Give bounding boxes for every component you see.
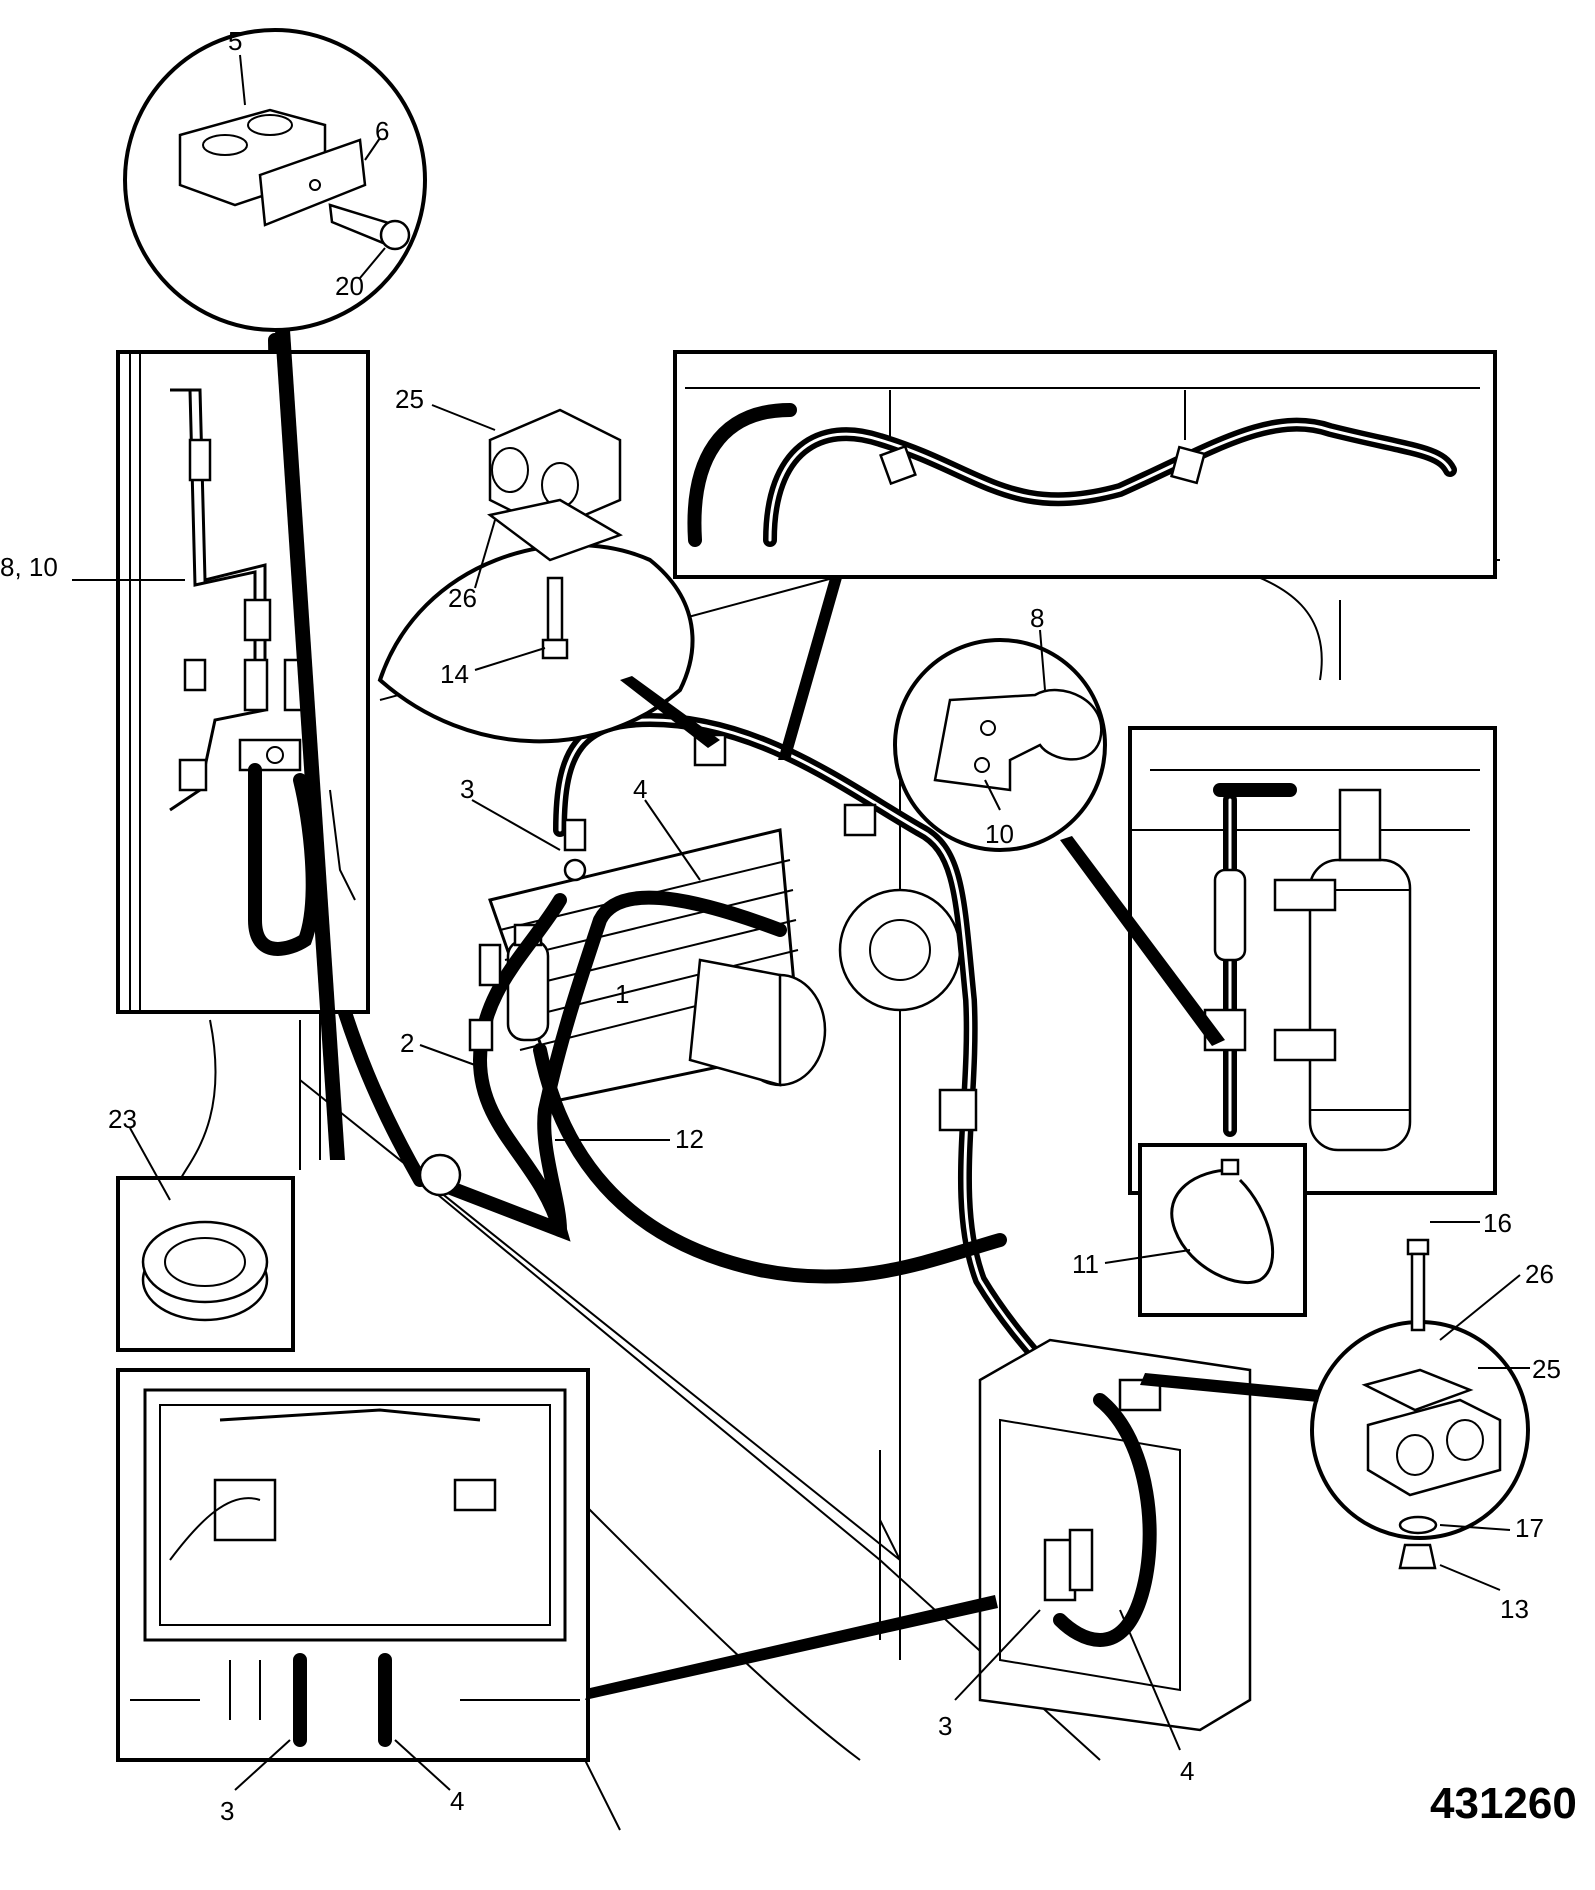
inset-grommet (116, 1176, 295, 1352)
callout-16: 16 (1483, 1208, 1512, 1238)
callout-11: 11 (1072, 1249, 1099, 1279)
callout-8-10: 8, 10 (0, 552, 58, 582)
callout-3-lower: 3 (938, 1711, 952, 1741)
inset-hose-box (978, 1338, 1252, 1732)
drawing-number: 431260 (1430, 1779, 1577, 1828)
callout-26: 26 (448, 583, 477, 613)
inset-receiver-drier (1128, 726, 1497, 1195)
callout-25: 25 (395, 384, 424, 414)
callout-25-right: 25 (1532, 1354, 1561, 1384)
callout-26-right: 26 (1525, 1259, 1554, 1289)
inset-cable-tie (1138, 1143, 1307, 1317)
leader-lines (72, 54, 1530, 1791)
callout-13: 13 (1500, 1594, 1529, 1624)
callout-10: 10 (985, 819, 1014, 849)
callout-4-inset: 4 (450, 1786, 464, 1816)
callout-4: 4 (633, 774, 647, 804)
callout-14: 14 (440, 659, 469, 689)
detail-circle-p-clip (893, 638, 1107, 852)
detail-circle-clamp-block (377, 408, 695, 744)
callout-12: 12 (675, 1124, 704, 1154)
callout-3: 3 (460, 774, 474, 804)
callout-4-lower: 4 (1180, 1756, 1194, 1786)
detail-circle-clamp-fasteners (1310, 1238, 1530, 1570)
callout-23: 23 (108, 1104, 137, 1134)
callout-2: 2 (400, 1028, 414, 1058)
callout-3-inset: 3 (220, 1796, 234, 1826)
inset-hose-clips-cab (673, 350, 1497, 579)
detail-circle-block-clamp (123, 28, 427, 332)
inset-heater-box (116, 1368, 590, 1762)
callout-20: 20 (335, 271, 364, 301)
compressor (688, 888, 962, 1087)
callout-labels: 5 6 20 25 26 14 8, 10 3 4 1 2 12 23 8 10… (0, 26, 1561, 1826)
callout-8: 8 (1030, 603, 1044, 633)
callout-6: 6 (375, 116, 389, 146)
callout-1: 1 (615, 979, 629, 1009)
inset-pipe-clip-view (116, 350, 370, 1014)
callout-5: 5 (228, 26, 242, 56)
pointer-wedges (275, 330, 1320, 1700)
hose-fittings (418, 733, 978, 1197)
callout-17: 17 (1515, 1513, 1544, 1543)
